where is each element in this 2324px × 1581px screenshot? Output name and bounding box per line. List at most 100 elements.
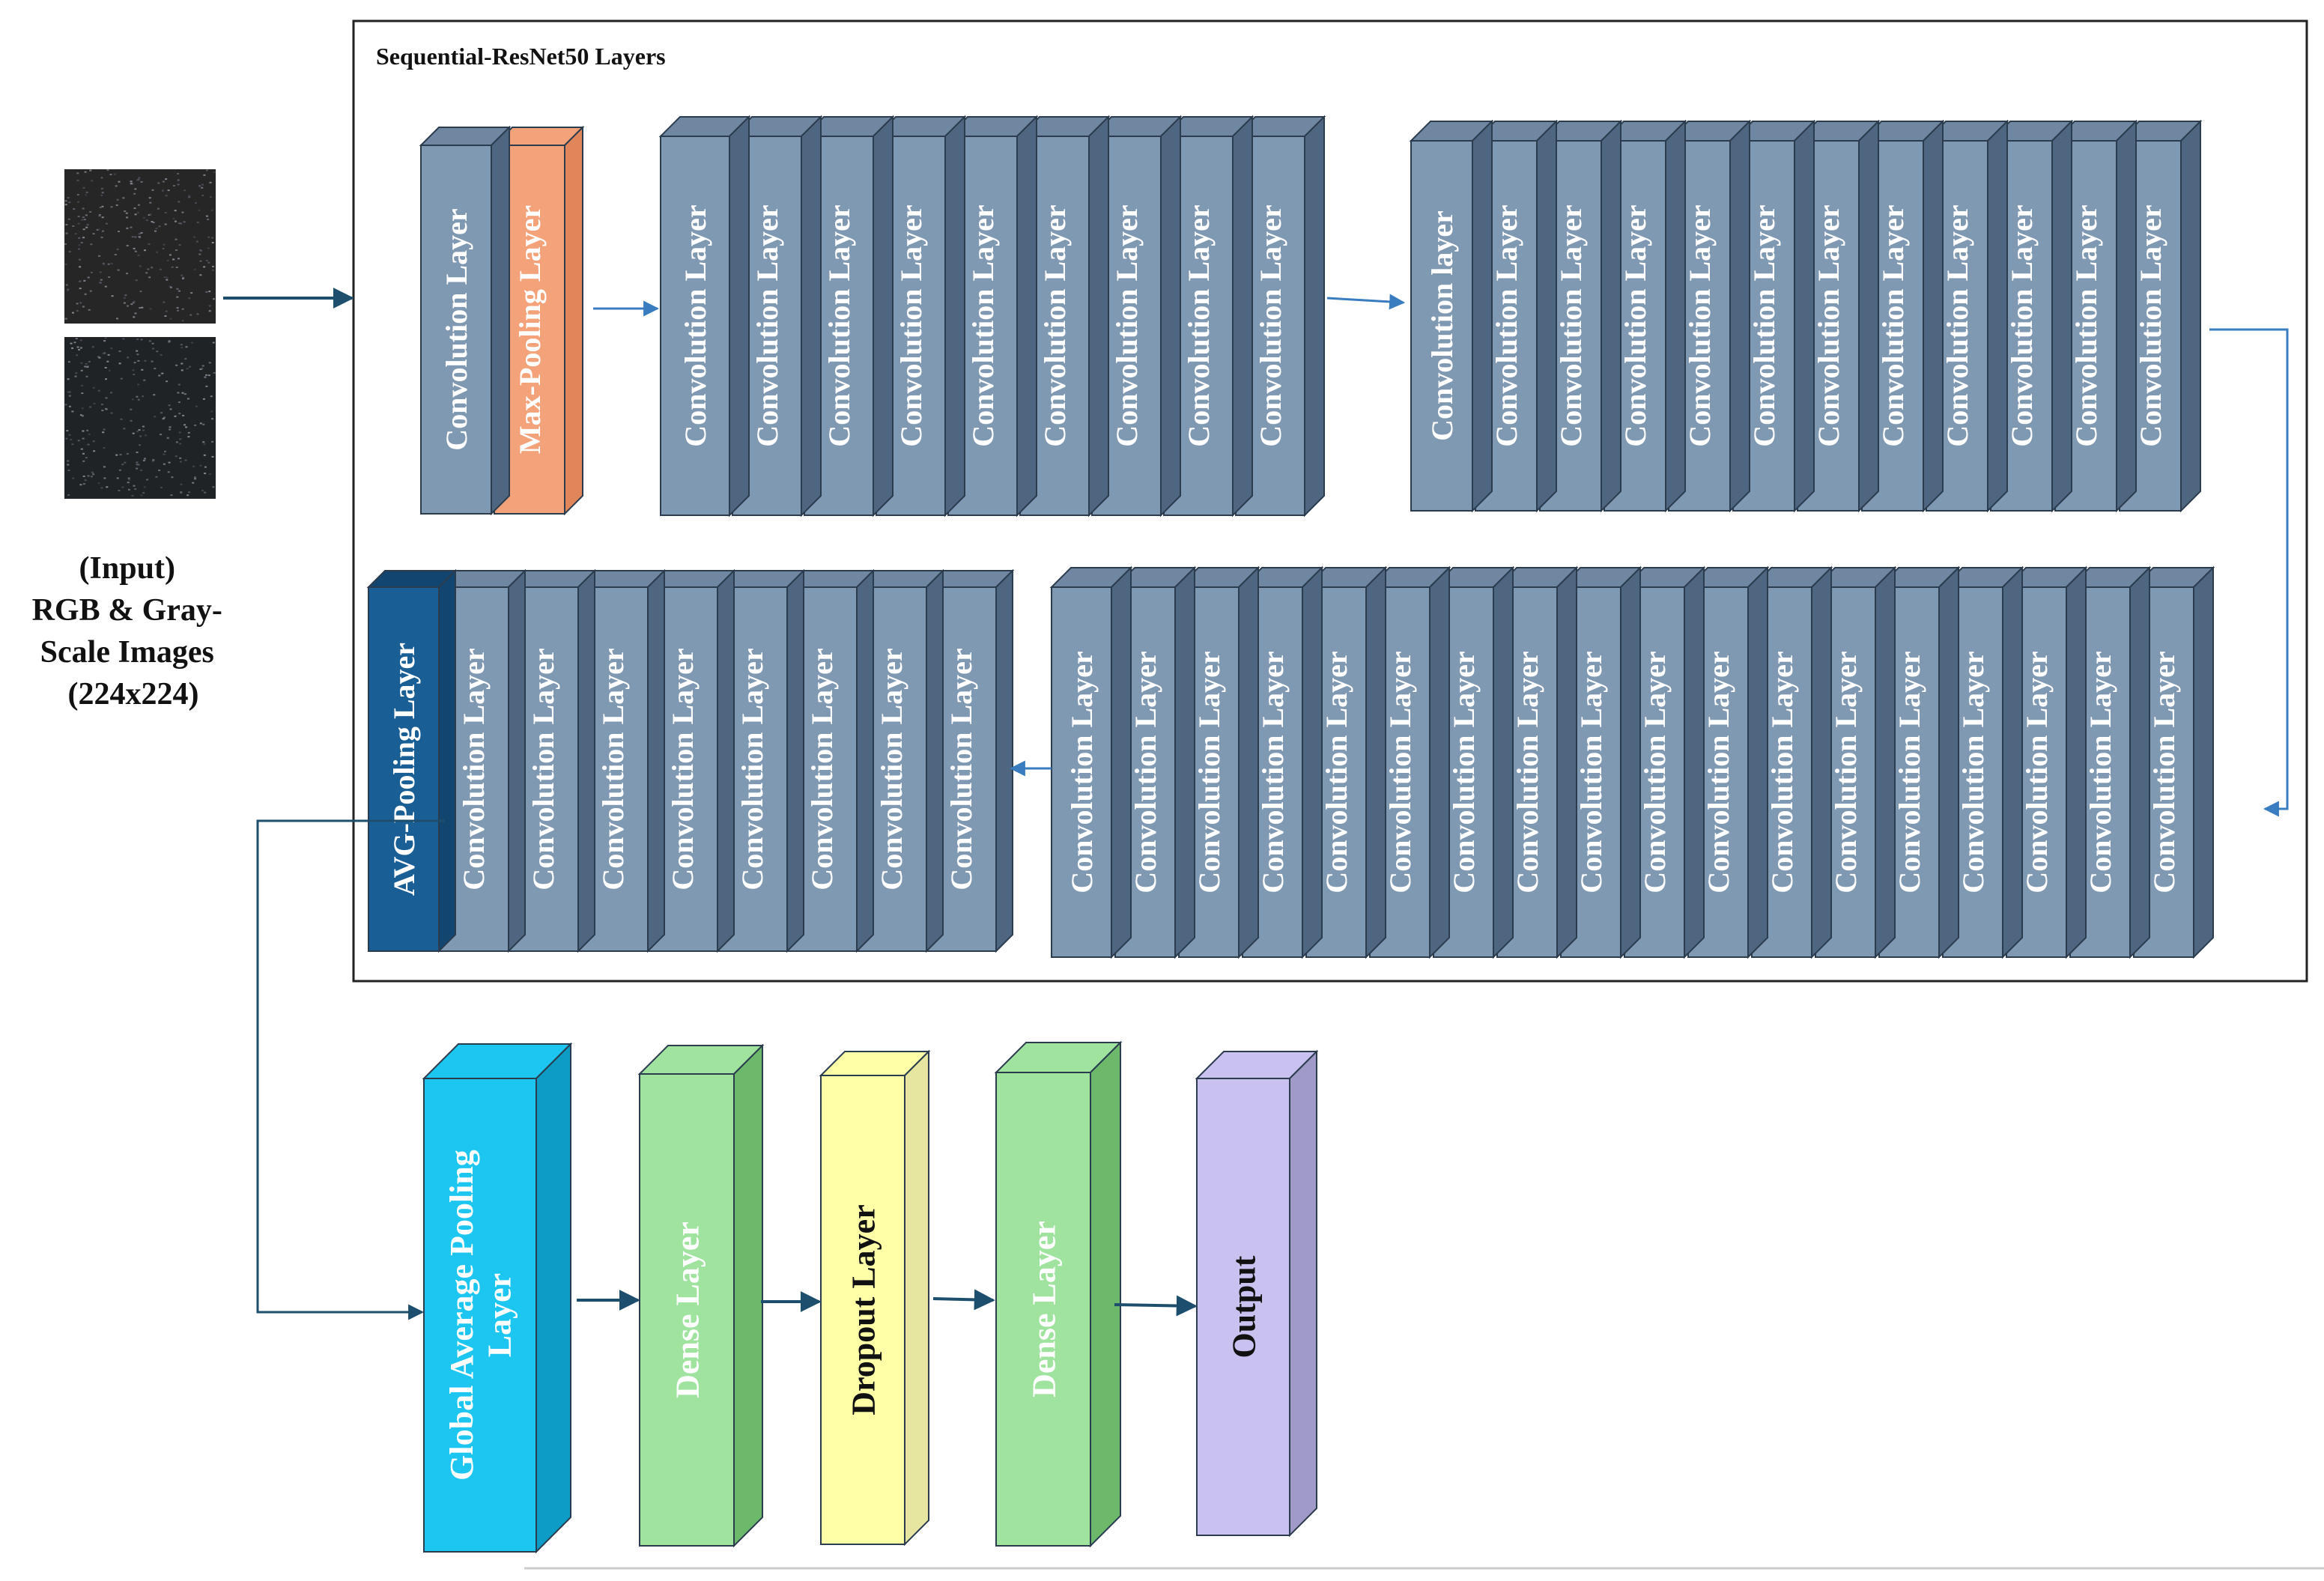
- image-noise-speck: [138, 429, 141, 431]
- image-noise-speck: [118, 231, 120, 232]
- image-noise-speck: [110, 412, 113, 414]
- image-noise-speck: [180, 362, 183, 365]
- image-noise-speck: [122, 338, 125, 340]
- image-noise-speck: [65, 437, 68, 440]
- block-label: Convolution Layer: [735, 648, 769, 890]
- image-noise-speck: [106, 169, 109, 171]
- image-noise-speck: [103, 447, 106, 449]
- image-noise-speck: [133, 485, 136, 487]
- image-noise-speck: [168, 340, 171, 342]
- image-noise-speck: [103, 428, 106, 431]
- image-noise-speck: [164, 212, 167, 213]
- image-noise-speck: [121, 486, 124, 488]
- block-side-face: [944, 115, 965, 518]
- block-label: Convolution Layer: [1110, 204, 1144, 446]
- image-noise-speck: [126, 245, 129, 246]
- image-noise-speck: [76, 346, 79, 348]
- image-noise-speck: [100, 177, 103, 179]
- block-label: Convolution Layer: [894, 204, 928, 446]
- image-noise-speck: [211, 237, 214, 239]
- image-noise-speck: [149, 201, 152, 204]
- image-noise-speck: [143, 216, 145, 219]
- image-noise-speck: [137, 359, 140, 362]
- arrow-stage5-to-gap: [256, 819, 445, 1320]
- image-noise-speck: [84, 479, 87, 482]
- image-noise-speck: [77, 222, 80, 225]
- block-label: Convolution Layer: [1383, 651, 1417, 893]
- image-noise-speck: [133, 316, 136, 318]
- image-noise-speck: [134, 312, 137, 315]
- stage-2-group: Convolution Layer Convolution Layer Convol…: [658, 115, 1326, 518]
- image-noise-speck: [172, 185, 175, 186]
- block-side-face: [1875, 565, 1896, 959]
- input-image-rgb: [64, 169, 216, 324]
- image-noise-speck: [210, 395, 213, 398]
- block-label: Convolution Layer: [1747, 204, 1781, 446]
- image-noise-speck: [80, 347, 82, 349]
- block-side-face: [1160, 115, 1181, 518]
- image-noise-speck: [96, 228, 99, 231]
- image-noise-speck: [169, 254, 172, 256]
- image-noise-speck: [99, 207, 102, 208]
- image-noise-speck: [82, 460, 85, 462]
- block-label-line: Convolution Layer: [2134, 204, 2167, 446]
- image-noise-speck: [204, 376, 207, 378]
- image-noise-speck: [210, 410, 213, 413]
- image-noise-speck: [79, 266, 82, 268]
- block-label-line: Convolution Layer: [1182, 204, 1216, 446]
- image-noise-speck: [82, 483, 85, 485]
- image-noise-speck: [166, 276, 169, 279]
- image-noise-speck: [171, 266, 174, 268]
- block-label: Convolution Layer: [1129, 651, 1162, 893]
- image-noise-speck: [149, 308, 152, 310]
- image-noise-speck: [125, 212, 128, 214]
- block-label-line: Convolution Layer: [1893, 651, 1926, 893]
- arrow-stage2-to-stage3: [1326, 294, 1406, 310]
- image-noise-speck: [105, 222, 108, 225]
- block-label-line: Global Average Pooling: [443, 1150, 480, 1481]
- image-noise-speck: [208, 305, 211, 307]
- block-side-face: [647, 568, 665, 953]
- image-noise-speck: [205, 385, 208, 387]
- block-label-line: Convolution Layer: [1254, 204, 1287, 446]
- image-noise-speck: [110, 348, 113, 350]
- image-noise-speck: [133, 374, 136, 375]
- layer-block-stage-3-4: Convolution Layer: [1602, 119, 1687, 513]
- block-label: Convolution Layer: [1829, 651, 1863, 893]
- block-side-face: [801, 115, 822, 518]
- block-front-face: [1410, 140, 1473, 512]
- block-label-line: Convolution Layer: [2005, 204, 2039, 446]
- image-noise-speck: [147, 268, 150, 270]
- image-noise-speck: [139, 265, 142, 267]
- image-noise-speck: [118, 490, 121, 491]
- image-noise-speck: [65, 224, 68, 225]
- input-label: (Input) RGB & Gray- Scale Images (224x22…: [32, 551, 231, 711]
- block-label: Convolution Layer: [2069, 204, 2103, 446]
- image-noise-speck: [194, 476, 196, 479]
- image-noise-speck: [181, 277, 184, 279]
- image-noise-speck: [195, 240, 198, 243]
- image-noise-speck: [111, 295, 114, 297]
- image-noise-speck: [104, 285, 107, 288]
- image-noise-speck: [118, 180, 121, 183]
- image-noise-speck: [163, 301, 166, 303]
- image-noise-speck: [205, 215, 208, 217]
- image-noise-speck: [161, 372, 164, 374]
- image-noise-speck: [178, 413, 181, 415]
- image-noise-speck: [202, 398, 205, 400]
- image-noise-speck: [98, 214, 101, 216]
- image-noise-speck: [201, 365, 204, 367]
- head-block-gap-1: Global Average PoolingLayer: [422, 1042, 573, 1554]
- image-noise-speck: [186, 368, 189, 370]
- stage-3-group: Convolution Layer Convolution Layer Convol…: [1409, 119, 2203, 513]
- image-noise-speck: [90, 243, 93, 246]
- block-label: Convolution Layer: [2134, 204, 2167, 446]
- image-noise-speck: [134, 236, 137, 238]
- image-noise-speck: [131, 494, 134, 497]
- image-noise-speck: [179, 457, 182, 459]
- arrow-dense2-to-output: [1114, 1295, 1198, 1317]
- image-noise-speck: [104, 337, 107, 339]
- image-noise-speck: [143, 486, 146, 488]
- image-noise-speck: [77, 440, 80, 442]
